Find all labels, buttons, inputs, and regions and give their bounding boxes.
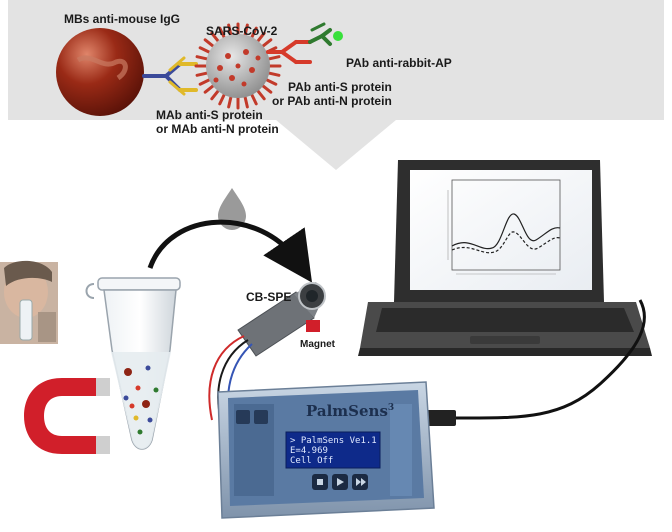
magnetic-bead	[56, 28, 144, 116]
pab-ap-label: PAb anti-rabbit-AP	[346, 56, 452, 70]
lcd-line1: > PalmSens Ve1.1	[290, 436, 377, 446]
mab-antibody-icon	[142, 56, 198, 96]
tube-particle	[135, 385, 141, 391]
mab-label-line2: or MAb anti-N protein	[156, 122, 279, 136]
magnet-icon	[24, 378, 110, 454]
tube-particle	[142, 400, 150, 408]
pab-label-line1: PAb anti-S protein	[288, 80, 392, 94]
usb-cable	[451, 299, 646, 420]
pab-label-line2: or PAb anti-N protein	[272, 94, 392, 108]
ap-label-icon	[333, 31, 343, 41]
virus-spike	[259, 83, 273, 94]
device-brand: PalmSens3	[306, 402, 394, 420]
virus-label: SARS-CoV-2	[206, 24, 278, 38]
tube-particle	[147, 417, 153, 423]
drop-icon	[218, 188, 246, 230]
voltammogram-plot	[447, 179, 561, 275]
mab-label-line1: MAb anti-S protein	[156, 108, 263, 122]
virus-spike	[198, 46, 213, 55]
virus-spike	[210, 31, 221, 45]
usb-plug	[424, 410, 456, 426]
virus-spike	[249, 91, 258, 106]
tube-particle	[145, 365, 151, 371]
virus-particle	[194, 22, 282, 110]
magnet-label: Magnet	[300, 339, 335, 350]
sample-tube	[85, 277, 181, 450]
virus-spike	[259, 38, 273, 49]
lcd-line3: Cell Off	[290, 456, 334, 466]
device-brand-sup: 3	[387, 403, 395, 413]
device-buttons	[236, 410, 368, 490]
lcd-line2: E=4.969	[290, 446, 328, 456]
tube-particle	[153, 387, 159, 393]
electrode-label: CB-SPE	[246, 290, 292, 304]
pab-antibody-icon	[266, 22, 332, 64]
electrode-cb-spe	[237, 282, 326, 357]
tube-particle	[123, 395, 129, 401]
tube-particle	[124, 368, 132, 376]
tube-particle	[129, 403, 135, 409]
device-brand-text: PalmSens	[306, 402, 388, 420]
tube-particle	[133, 415, 139, 421]
beads-label: MBs anti-mouse IgG	[64, 12, 181, 26]
assay-panel	[8, 0, 664, 170]
virus-spike	[198, 77, 213, 86]
sampling-photo	[0, 260, 58, 344]
laptop	[358, 160, 652, 356]
virus-spike	[218, 91, 227, 106]
potentiostat-device	[217, 381, 435, 519]
arrow-icon	[147, 219, 313, 283]
tube-particle	[137, 429, 143, 435]
